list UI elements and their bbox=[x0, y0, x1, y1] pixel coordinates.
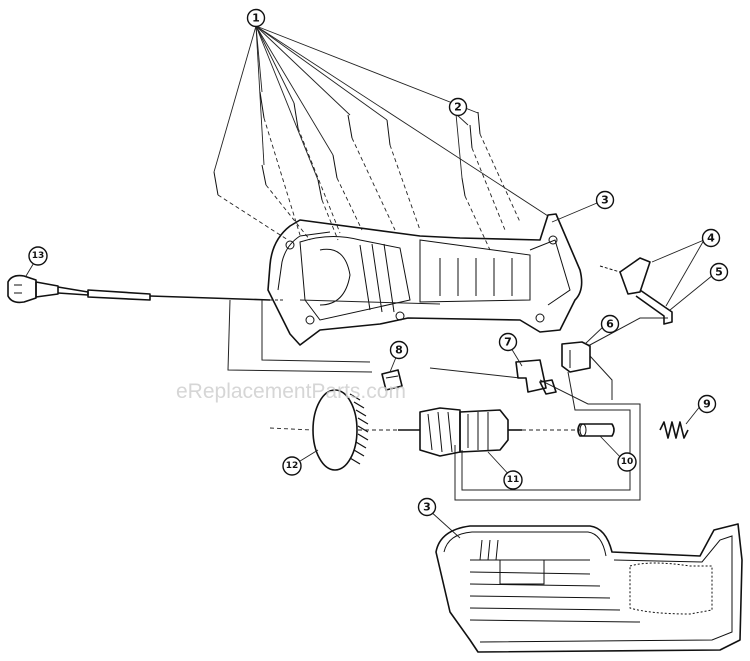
svg-text:9: 9 bbox=[703, 398, 711, 411]
callout-2: 2 bbox=[448, 97, 468, 117]
callout-11: 11 bbox=[503, 470, 523, 490]
switch bbox=[561, 341, 591, 373]
callout-6: 6 bbox=[600, 314, 620, 334]
callout-3-bottom: 3 bbox=[417, 497, 437, 517]
callout-10: 10 bbox=[617, 452, 637, 472]
svg-text:10: 10 bbox=[621, 457, 634, 467]
screw-leaders bbox=[213, 25, 549, 217]
svg-text:11: 11 bbox=[507, 475, 520, 485]
bracket bbox=[381, 369, 403, 391]
bushing bbox=[577, 423, 615, 437]
callout-7: 7 bbox=[498, 332, 518, 352]
spring bbox=[659, 421, 689, 439]
motor-armature bbox=[398, 407, 580, 457]
svg-text:3: 3 bbox=[423, 501, 431, 514]
callout-leaders bbox=[25, 202, 714, 539]
callout-13: 13 bbox=[28, 246, 48, 266]
svg-text:4: 4 bbox=[707, 232, 715, 245]
svg-text:1: 1 bbox=[252, 12, 260, 25]
wiring bbox=[227, 299, 668, 501]
svg-text:6: 6 bbox=[606, 318, 614, 331]
brush-holder bbox=[515, 359, 557, 395]
svg-text:12: 12 bbox=[286, 461, 299, 471]
callout-12: 12 bbox=[282, 456, 302, 476]
callout-9: 9 bbox=[697, 394, 717, 414]
callout-1: 1 bbox=[246, 8, 266, 28]
callout-8: 8 bbox=[389, 340, 409, 360]
svg-text:13: 13 bbox=[32, 251, 45, 261]
callout-3-top: 3 bbox=[595, 190, 615, 210]
callout-5: 5 bbox=[709, 262, 729, 282]
screws-part-1 bbox=[213, 91, 521, 251]
svg-text:8: 8 bbox=[395, 344, 403, 357]
cooling-fan bbox=[269, 389, 398, 471]
callout-4: 4 bbox=[701, 228, 721, 248]
svg-text:7: 7 bbox=[504, 336, 512, 349]
svg-text:2: 2 bbox=[454, 101, 462, 114]
housing-half-closed bbox=[435, 523, 743, 653]
trigger-lock bbox=[599, 257, 673, 325]
watermark: eReplacementParts.com bbox=[176, 380, 406, 403]
housing-half-open bbox=[267, 213, 583, 346]
svg-text:5: 5 bbox=[715, 266, 723, 279]
power-cord-plug bbox=[7, 274, 285, 304]
svg-text:3: 3 bbox=[601, 194, 609, 207]
